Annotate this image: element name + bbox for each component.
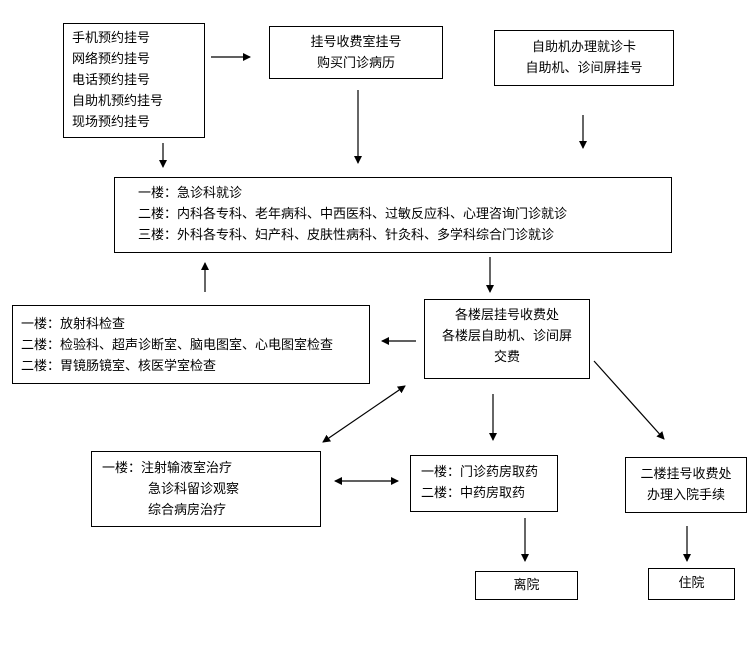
- booking-line: 现场预约挂号: [72, 115, 151, 130]
- registration-office-box: 挂号收费室挂号 购买门诊病历: [269, 26, 443, 79]
- pharmacy-line: 一楼：门诊药房取药: [421, 465, 539, 480]
- departments-line: 二楼：内科各专科、老年病科、中西医科、过敏反应科、心理咨询门诊就诊: [138, 207, 568, 222]
- arrow-payment-treatment-bidirectional: [322, 385, 406, 443]
- pharmacy-line: 二楼：中药房取药: [421, 486, 526, 501]
- payment-box: 各楼层挂号收费处 各楼层自助机、诊间屏 交费: [424, 299, 590, 379]
- discharge-label: 离院: [513, 578, 540, 593]
- payment-line: 各楼层自助机、诊间屏: [441, 329, 572, 344]
- booking-line: 电话预约挂号: [72, 73, 151, 88]
- self-service-line: 自助机办理就诊卡: [531, 40, 636, 55]
- pharmacy-box: 一楼：门诊药房取药 二楼：中药房取药: [410, 455, 558, 512]
- examinations-line: 二楼：胃镜肠镜室、核医学室检查: [21, 359, 217, 374]
- hospitalized-label: 住院: [678, 576, 705, 591]
- admission-box: 二楼挂号收费处 办理入院手续: [625, 457, 747, 513]
- examinations-line: 二楼：检验科、超声诊断室、脑电图室、心电图室检查: [21, 338, 334, 353]
- booking-line: 手机预约挂号: [72, 31, 151, 46]
- discharge-box: 离院: [475, 571, 578, 600]
- departments-line: 三楼：外科各专科、妇产科、皮肤性病科、针灸科、多学科综合门诊就诊: [138, 228, 555, 243]
- treatment-line: 急诊科留诊观察: [148, 482, 240, 497]
- examinations-box: 一楼：放射科检查 二楼：检验科、超声诊断室、脑电图室、心电图室检查 二楼：胃镜肠…: [12, 305, 370, 384]
- departments-line: 一楼：急诊科就诊: [138, 186, 243, 201]
- treatment-line: 一楼：注射输液室治疗: [102, 461, 233, 476]
- registration-line: 挂号收费室挂号: [310, 35, 402, 50]
- self-service-box: 自助机办理就诊卡 自助机、诊间屏挂号: [494, 30, 674, 86]
- admission-line: 办理入院手续: [646, 488, 725, 503]
- departments-box: 一楼：急诊科就诊 二楼：内科各专科、老年病科、中西医科、过敏反应科、心理咨询门诊…: [114, 177, 672, 253]
- examinations-line: 一楼：放射科检查: [21, 317, 126, 332]
- treatment-line: 综合病房治疗: [148, 503, 227, 518]
- hospitalized-box: 住院: [648, 568, 735, 600]
- booking-line: 自助机预约挂号: [72, 94, 164, 109]
- arrow-payment-to-admission: [593, 360, 665, 440]
- booking-box: 手机预约挂号 网络预约挂号 电话预约挂号 自助机预约挂号 现场预约挂号: [63, 23, 205, 138]
- booking-line: 网络预约挂号: [72, 52, 151, 67]
- self-service-line: 自助机、诊间屏挂号: [525, 61, 643, 76]
- admission-line: 二楼挂号收费处: [640, 467, 732, 482]
- payment-line: 各楼层挂号收费处: [454, 308, 559, 323]
- registration-line: 购买门诊病历: [316, 56, 395, 71]
- treatment-box: 一楼：注射输液室治疗 急诊科留诊观察 综合病房治疗: [91, 451, 321, 527]
- payment-line: 交费: [493, 350, 520, 365]
